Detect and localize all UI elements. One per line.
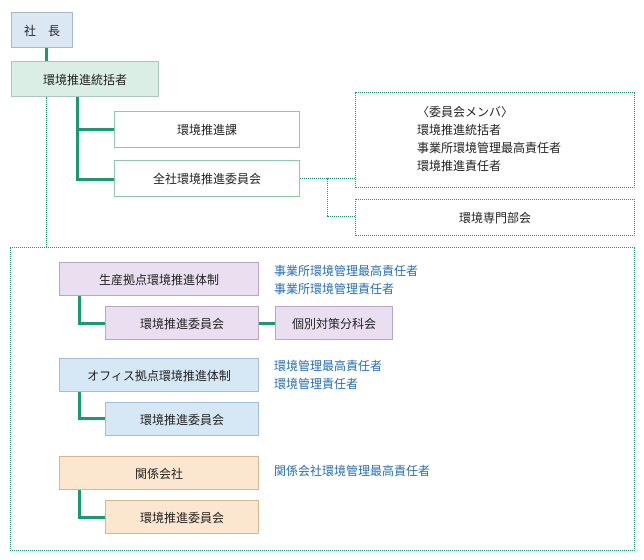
affiliates-committee-label: 環境推進委員会 (139, 510, 224, 525)
env-section-label: 環境推進課 (176, 123, 237, 137)
production-responsible-list: 事業所環境管理最高責任者 事業所環境管理責任者 (274, 262, 418, 298)
committee-members-panel (355, 92, 635, 188)
affiliates-responsible-item: 関係会社環境管理最高責任者 (274, 464, 431, 478)
committee-to-subcommittee-dotted-vertical (327, 178, 328, 216)
affiliates-connector-vertical (78, 490, 81, 518)
office-responsible-item: 環境管理責任者 (274, 377, 359, 391)
director-to-committee-line (76, 178, 114, 181)
affiliates-box: 関係会社 (59, 456, 259, 490)
director-label: 環境推進統括者 (42, 72, 127, 87)
affiliates-responsible-list: 関係会社環境管理最高責任者 (274, 462, 430, 480)
office-structure-label: オフィス拠点環境推進体制 (87, 368, 231, 383)
office-committee-box: 環境推進委員会 (105, 402, 259, 436)
production-structure-label: 生産拠点環境推進体制 (98, 272, 219, 287)
production-responsible-item: 事業所環境管理責任者 (274, 282, 395, 296)
president-to-director-connector (45, 48, 48, 61)
env-section-box: 環境推進課 (114, 111, 300, 148)
individual-subcommittee-box: 個別対策分科会 (275, 306, 393, 340)
affiliates-label: 関係会社 (134, 466, 183, 481)
committee-member-item: 事業所環境管理最高責任者 (417, 141, 562, 155)
production-connector-vertical (78, 296, 81, 324)
env-subcommittee-box: 環境専門部会 (355, 199, 635, 236)
office-committee-label: 環境推進委員会 (139, 412, 224, 427)
director-to-env-section-line (76, 128, 114, 131)
president-box: 社 長 (11, 12, 73, 48)
committee-member-item: 環境推進統括者 (417, 123, 502, 137)
office-connector-vertical (78, 392, 81, 420)
office-responsible-list: 環境管理最高責任者 環境管理責任者 (274, 357, 382, 393)
company-committee-label: 全社環境推進委員会 (152, 172, 261, 186)
office-connector-horizontal (78, 417, 105, 420)
company-committee-box: 全社環境推進委員会 (114, 160, 300, 197)
regional-structure-frame (10, 247, 635, 551)
affiliates-committee-box: 環境推進委員会 (105, 500, 259, 534)
office-responsible-item: 環境管理最高責任者 (274, 359, 383, 373)
committee-members-list: 〈委員会メンバ〉 環境推進統括者 事業所環境管理最高責任者 環境推進責任者 (417, 103, 561, 175)
president-label: 社 長 (23, 23, 60, 38)
production-committee-to-subcommittee-line (259, 322, 275, 325)
committee-to-subcommittee-dotted-horizontal (327, 216, 355, 217)
production-responsible-item: 事業所環境管理最高責任者 (274, 264, 419, 278)
committee-members-heading: 〈委員会メンバ〉 (417, 105, 514, 119)
affiliates-connector-horizontal (78, 516, 105, 519)
director-box: 環境推進統括者 (11, 61, 159, 97)
production-connector-horizontal (78, 322, 105, 325)
individual-subcommittee-label: 個別対策分科会 (291, 316, 376, 331)
office-structure-box: オフィス拠点環境推進体制 (59, 358, 259, 392)
committee-member-item: 環境推進責任者 (417, 159, 502, 173)
production-committee-box: 環境推進委員会 (105, 306, 259, 340)
production-structure-box: 生産拠点環境推進体制 (59, 262, 259, 296)
env-subcommittee-label: 環境専門部会 (458, 211, 531, 225)
production-committee-label: 環境推進委員会 (139, 316, 224, 331)
director-trunk-line (76, 97, 79, 181)
director-to-regions-dotted-line (46, 97, 47, 247)
